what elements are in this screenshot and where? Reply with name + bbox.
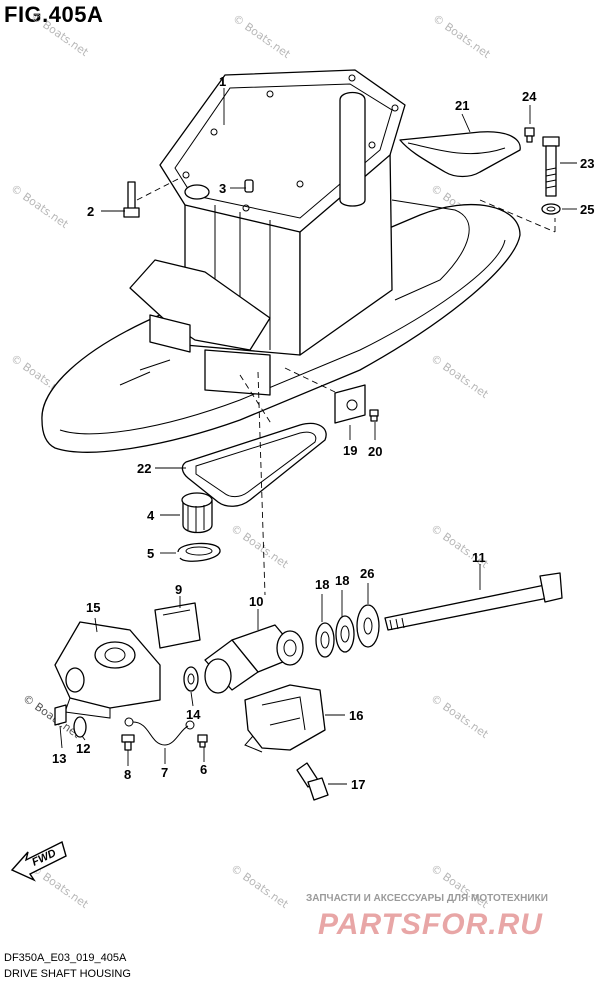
drive-shaft-housing: [119, 69, 470, 396]
watermark: © Boats.net: [228, 862, 291, 912]
long-bolt-11: [384, 572, 563, 631]
washer-18b: [335, 615, 355, 653]
callout-13: 13: [52, 751, 66, 766]
callout-2: 2: [87, 204, 94, 219]
diagram-code: DF350A_E03_019_405A: [4, 952, 127, 964]
rubber-9: [154, 602, 201, 649]
callout-18: 18: [315, 577, 329, 592]
plate-26: [356, 604, 380, 648]
callout-17: 17: [351, 777, 365, 792]
callout-11: 11: [472, 550, 486, 565]
washer-25: [479, 199, 561, 233]
callout-23: 23: [580, 156, 594, 171]
screw-24: [524, 127, 535, 143]
diagram-caption: DRIVE SHAFT HOUSING: [4, 968, 131, 980]
watermark: © Boats.net: [428, 352, 491, 402]
callout-4: 4: [147, 508, 155, 523]
callout-1: 1: [219, 74, 226, 89]
callout-16: 16: [349, 708, 363, 723]
callout-24: 24: [522, 89, 537, 104]
callout-6: 6: [200, 762, 207, 777]
rubber-block-19: [284, 367, 366, 424]
callout-12: 12: [76, 741, 90, 756]
collar-14: [183, 666, 199, 692]
callout-5: 5: [147, 546, 154, 561]
assembly-line: [257, 371, 266, 596]
washer-12: [73, 716, 87, 738]
callout-9: 9: [175, 582, 182, 597]
watermark: © Boats.net: [428, 692, 491, 742]
callout-10: 10: [249, 594, 263, 609]
brand-logo: PARTSFOR.RU: [318, 908, 543, 941]
callout-8: 8: [124, 767, 131, 782]
figure-title: FIG.405A: [4, 2, 104, 27]
bolt-2: [123, 177, 181, 218]
watermark: © Boats.net: [228, 522, 291, 572]
dowel-pin-3: [244, 179, 254, 193]
nut-13: [54, 704, 67, 726]
bolt-23: [542, 136, 560, 197]
watermark: © Boats.net: [28, 10, 91, 60]
bolt-8: [121, 734, 135, 751]
callout-20: 20: [368, 444, 382, 459]
bushing-4: [181, 492, 213, 534]
mount-bracket-15: [54, 621, 161, 719]
mount-rubber-10: [204, 624, 304, 694]
lower-bracket-16: [244, 684, 326, 753]
leader-lines: [59, 88, 577, 785]
callout-15: 15: [86, 600, 100, 615]
watermark: © Boats.net: [8, 182, 71, 232]
seal-22: [181, 374, 327, 507]
screw-6: [197, 734, 208, 748]
callout-22: 22: [137, 461, 151, 476]
callout-21: 21: [455, 98, 469, 113]
screw-20: [369, 409, 379, 422]
ground-wire-7: [124, 717, 195, 746]
callout-labels: 1 2 3 4 5 6 7 8 9 10 11 12 13 14 15 16 1…: [52, 74, 594, 792]
callout-25: 25: [580, 202, 594, 217]
callout-7: 7: [161, 765, 168, 780]
promo-text: ЗАПЧАСТИ И АКСЕССУАРЫ ДЛЯ МОТОТЕХНИКИ: [306, 893, 548, 904]
bolt-17: [296, 762, 329, 801]
snap-ring-5: [177, 542, 221, 562]
callout-3: 3: [219, 181, 226, 196]
watermark: © Boats.net: [430, 12, 493, 62]
callout-26: 26: [360, 566, 374, 581]
cover-21: [399, 131, 521, 178]
watermark: © Boats.net: [230, 12, 293, 62]
callout-14: 14: [186, 707, 201, 722]
callout-19: 19: [343, 443, 357, 458]
washer-18: [315, 622, 335, 658]
callout-18b: 18: [335, 573, 349, 588]
